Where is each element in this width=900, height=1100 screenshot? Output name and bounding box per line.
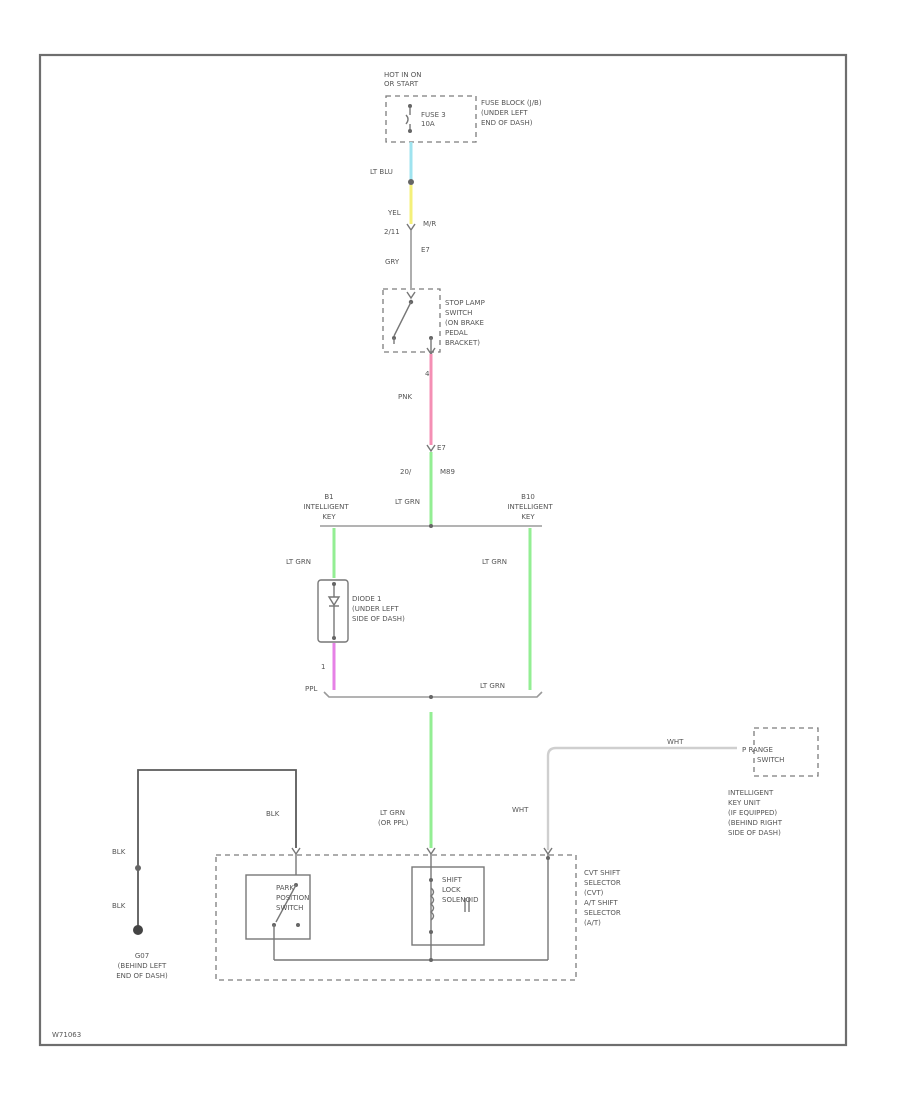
diagram-id: W71063 xyxy=(52,1031,81,1039)
connector-label-top-b: M/R xyxy=(423,220,436,228)
wire-label-lt-grn-left: LT GRN xyxy=(286,558,311,566)
pin-e7-top-label: E7 xyxy=(421,246,430,254)
wire-label-yel: YEL xyxy=(387,209,401,217)
wire-label-lt-grn-mid: LT GRN xyxy=(480,682,505,690)
wire-label-lt-grn-right: LT GRN xyxy=(482,558,507,566)
wire-label-lt-grn-top: LT GRN xyxy=(395,498,420,506)
pin-e7-label: E7 xyxy=(437,444,446,452)
wire-label-blk-ground-1: BLK xyxy=(112,848,126,856)
splice-dot xyxy=(408,179,414,185)
diagram-frame xyxy=(38,53,848,1047)
wire-wht xyxy=(546,746,737,850)
wire-blk xyxy=(137,769,297,930)
connector-label-top: 2/11 xyxy=(384,228,400,236)
connector-e7 xyxy=(426,444,436,453)
wire-label-blk-ground-2: BLK xyxy=(112,902,126,910)
wire-label-lt-blu: LT BLU xyxy=(370,168,393,176)
pin-1-label: 1 xyxy=(321,663,325,671)
wire-label-ppl: PPL xyxy=(305,685,317,693)
wire-label-wht-top: WHT xyxy=(667,738,684,746)
pin-4-label: 4 xyxy=(425,370,430,378)
wire-label-blk-top: BLK xyxy=(266,810,280,818)
lower-junction-bar xyxy=(323,691,543,698)
park-switch-body xyxy=(245,874,311,940)
wire-label-gry: GRY xyxy=(385,258,400,266)
wire-label-wht-left: WHT xyxy=(512,806,529,814)
solenoid-body xyxy=(411,866,485,946)
wire-label-pnk: PNK xyxy=(398,393,412,401)
connector-m89-label: M89 xyxy=(440,468,455,476)
ground-symbol xyxy=(133,925,143,935)
wire-label-lt-grn-bottom: LT GRN(OR PPL) xyxy=(378,809,409,827)
connector-top xyxy=(406,223,416,232)
connector-20-label: 20/ xyxy=(400,468,412,476)
